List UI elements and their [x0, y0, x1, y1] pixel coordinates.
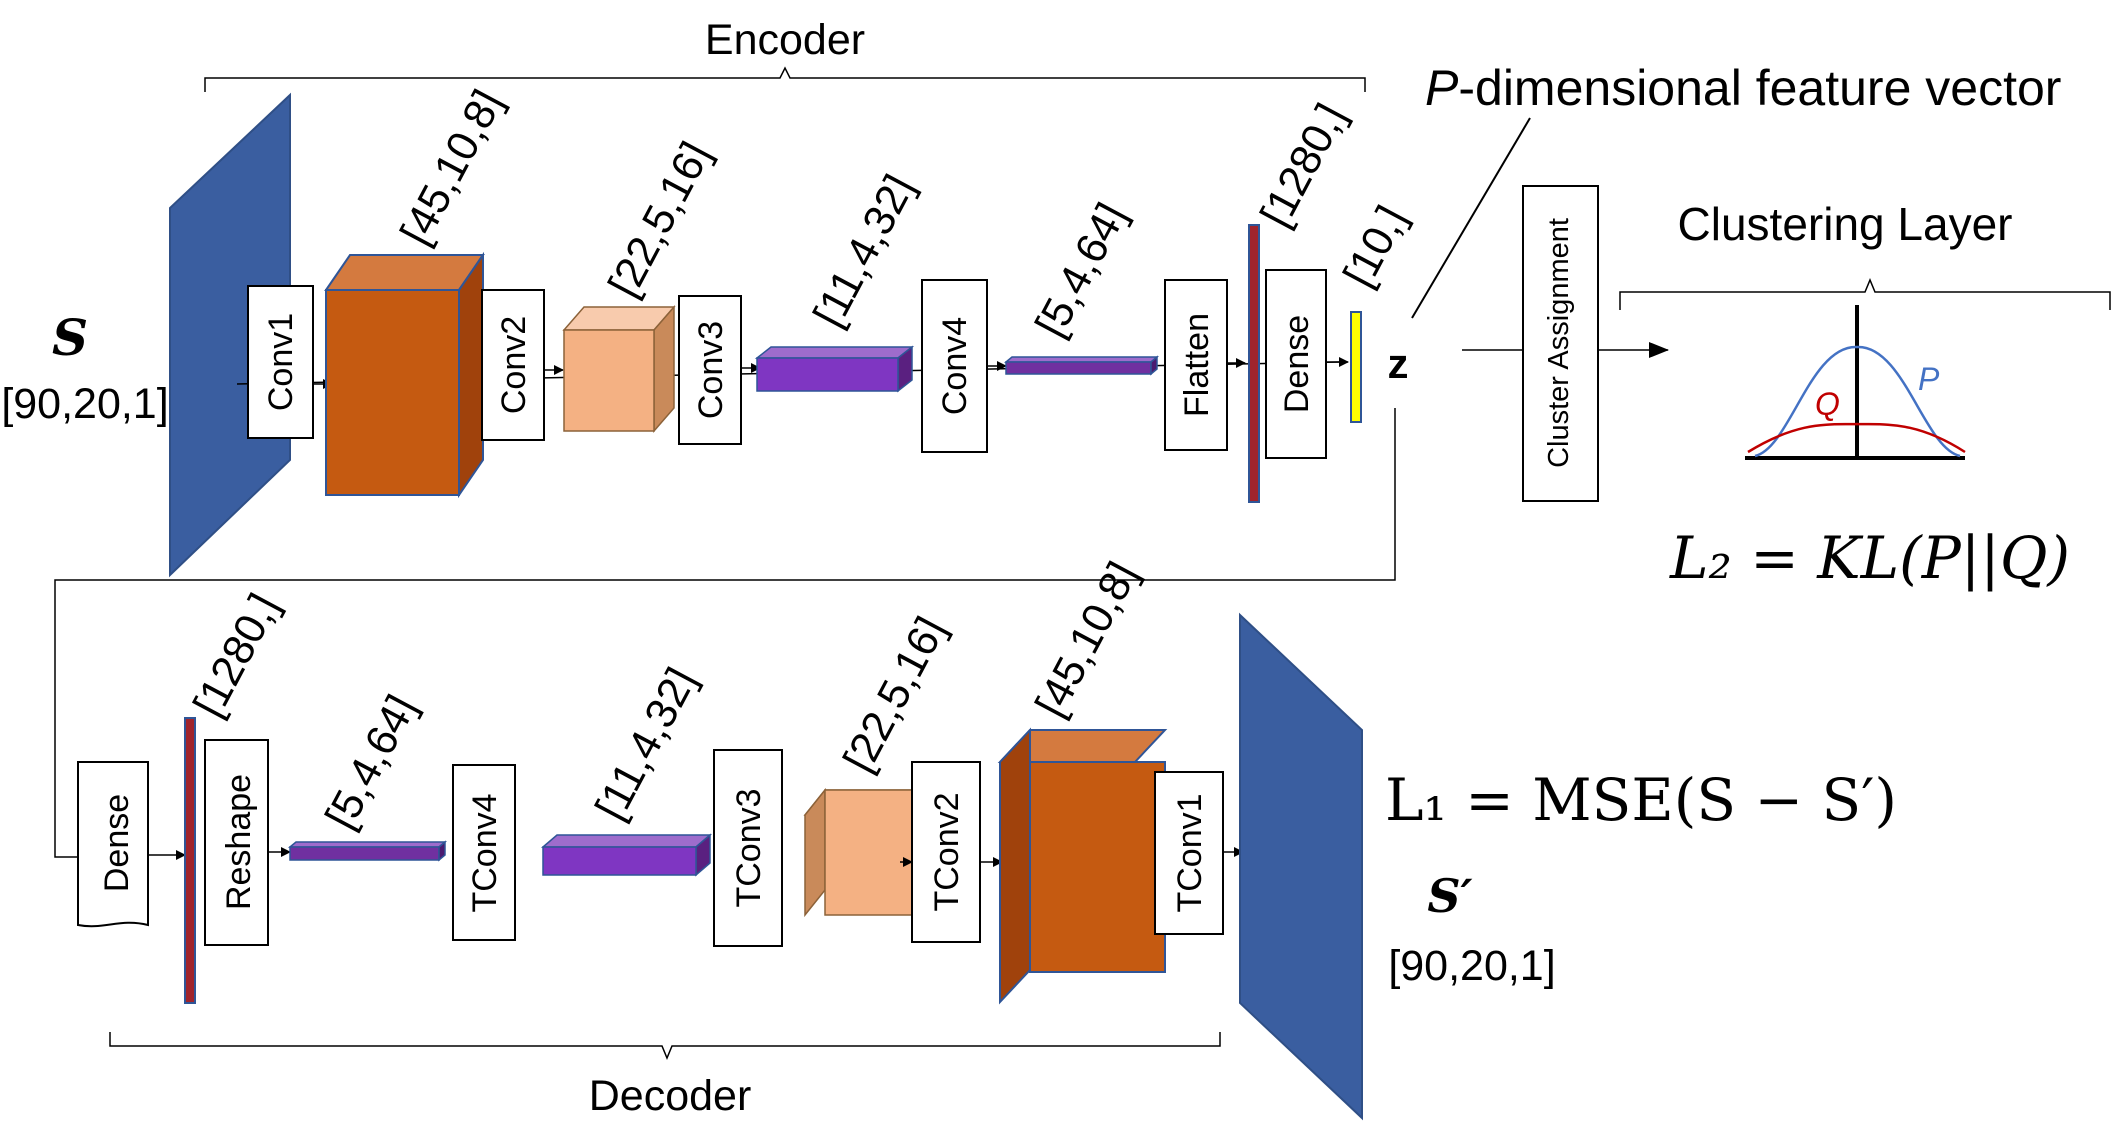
tconv3-label: TConv3: [730, 788, 768, 907]
output-plane: [1239, 612, 1363, 1121]
shape-label-dec-4: [22,5,16]: [834, 609, 955, 779]
shape-label-enc-4: [5,4,64]: [1026, 195, 1136, 344]
tconv2-block: TConv2: [911, 761, 981, 943]
dec-feature-map-11-4-32: [540, 833, 713, 877]
decoder-brace: [109, 1032, 1221, 1060]
reshape-label: Reshape: [220, 774, 258, 910]
shape-label-dec-1: [1280,]: [184, 586, 288, 725]
feature-map-5-4-64: [1003, 355, 1160, 376]
conv1-label: Conv1: [262, 313, 300, 411]
reshape-block: Reshape: [204, 739, 269, 946]
cluster-assignment-label: Cluster Assignment: [1543, 218, 1575, 468]
curve-p: [1754, 345, 1961, 458]
output-symbol: S′: [1427, 869, 1472, 923]
dec-feature-map-5-4-64: [287, 840, 448, 862]
dec-feature-map-45-10-8: [997, 727, 1168, 1005]
shape-label-dec-3: [11,4,32]: [586, 660, 705, 827]
flatten-block: Flatten: [1164, 279, 1228, 451]
shape-label-enc-3: [11,4,32]: [804, 167, 923, 334]
feature-map-45-10-8: [324, 251, 485, 499]
curve-q-label: Q: [1815, 386, 1840, 422]
distribution-plot: P Q: [1745, 305, 1966, 460]
conv2-block: Conv2: [481, 289, 545, 441]
curve-q: [1747, 422, 1966, 454]
tconv1-block: TConv1: [1154, 771, 1224, 935]
decoder-title: Decoder: [589, 1072, 752, 1120]
tconv2-label: TConv2: [928, 792, 966, 911]
clustering-layer-title: Clustering Layer: [1678, 198, 2013, 250]
tconv3-block: TConv3: [713, 749, 783, 947]
conv3-label: Conv3: [692, 321, 730, 419]
dense-label-encoder: Dense: [1278, 315, 1316, 413]
shape-label-enc-2: [22,5,16]: [599, 134, 720, 304]
encoder-brace: [204, 66, 1366, 92]
dense-label-decoder: Dense: [98, 794, 136, 892]
shape-label-dec-2: [5,4,64]: [316, 687, 426, 836]
latent-symbol: z: [1388, 340, 1409, 387]
flatten-bar-decoder: [184, 717, 196, 1004]
flatten-bar-encoder: [1248, 224, 1260, 503]
tconv1-label: TConv1: [1171, 793, 1209, 912]
conv1-block: Conv1: [247, 285, 314, 439]
encoder-title: Encoder: [705, 16, 865, 64]
dense-block-encoder: Dense: [1265, 269, 1327, 459]
conv3-block: Conv3: [678, 295, 742, 445]
clustering-brace: [1619, 278, 2111, 310]
tconv4-block: TConv4: [452, 764, 516, 941]
shape-label-enc-1: [45,10,8]: [391, 82, 512, 252]
feature-map-22-5-16: [562, 304, 676, 434]
conv2-label: Conv2: [495, 316, 533, 414]
input-plane: [169, 92, 291, 578]
shape-label-enc-6: [10,]: [1334, 198, 1416, 294]
feature-vector-label: P-dimensional feature vector: [1425, 60, 2061, 116]
loss-l1: L₁ = MSE(S − S′): [1385, 766, 1897, 834]
flatten-label: Flatten: [1178, 313, 1216, 417]
latent-bar: [1350, 311, 1362, 423]
input-shape: [90,20,1]: [1, 380, 168, 428]
encoder-decoder-connector: [54, 408, 1396, 858]
feature-map-11-4-32: [754, 345, 915, 393]
loss-l2: L₂ = KL(P||Q): [1669, 524, 2070, 592]
feature-vector-pointer: [1411, 117, 1531, 319]
shape-label-enc-5: [1280,]: [1251, 96, 1355, 235]
dense-block-decoder: Dense: [77, 761, 149, 928]
conv4-label: Conv4: [936, 317, 974, 415]
curve-p-label: P: [1918, 361, 1940, 397]
conv4-block: Conv4: [921, 279, 988, 453]
input-symbol: S: [52, 308, 88, 367]
tconv4-label: TConv4: [466, 793, 504, 912]
output-shape: [90,20,1]: [1388, 942, 1555, 990]
cluster-assignment-block: Cluster Assignment: [1522, 185, 1599, 502]
